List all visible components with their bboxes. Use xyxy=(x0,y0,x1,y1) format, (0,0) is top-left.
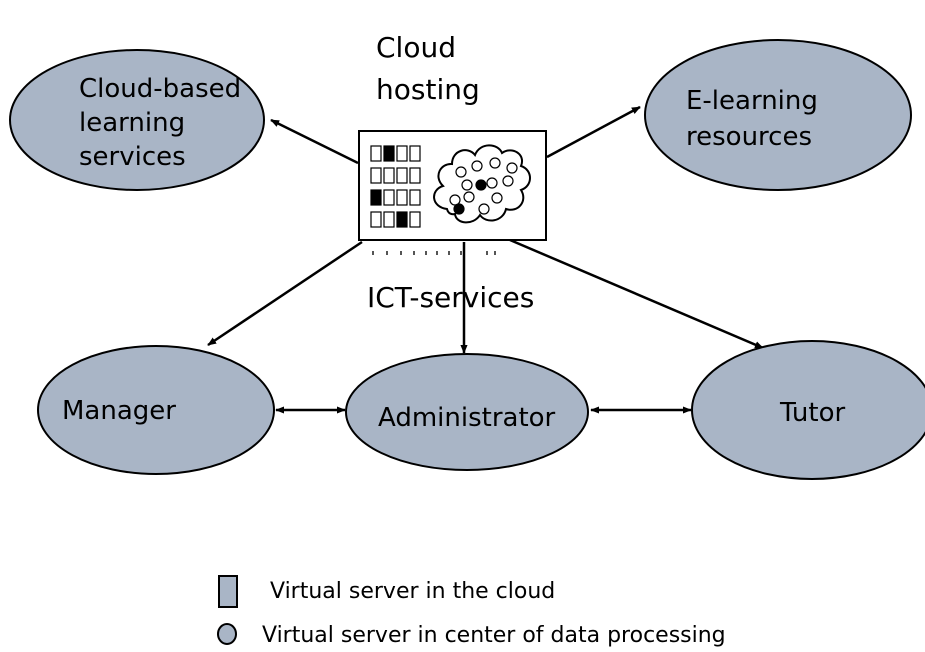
arrow-to-cloud-services xyxy=(270,118,359,165)
legend: Virtual server in the cloud Virtual serv… xyxy=(217,575,726,648)
cloud-hosting-label-line-2: hosting xyxy=(376,73,480,106)
virtual-server xyxy=(396,145,408,162)
data-center-server xyxy=(486,177,498,189)
server-box-dotted-trail xyxy=(372,251,496,255)
data-center-server xyxy=(455,166,467,178)
arrow-to-elearning xyxy=(546,105,641,159)
virtual-server xyxy=(409,211,421,228)
arrow-to-tutor xyxy=(509,238,764,350)
data-center-server xyxy=(506,162,518,174)
cloud-hosting-label-line-1: Cloud xyxy=(376,31,456,64)
virtual-server xyxy=(370,211,382,228)
arrow-to-manager xyxy=(207,240,363,347)
virtual-server xyxy=(383,211,395,228)
data-center-server-active xyxy=(475,179,487,191)
tutor-label: Tutor xyxy=(779,398,846,428)
data-center-server-active xyxy=(453,203,465,215)
virtual-server-active xyxy=(396,211,408,228)
data-center-servers xyxy=(449,157,518,215)
administrator-label: Administrator xyxy=(378,403,556,433)
virtual-server xyxy=(409,167,421,184)
virtual-server-active xyxy=(383,145,395,162)
node-tutor: Tutor xyxy=(691,340,925,480)
data-center-server xyxy=(471,160,483,172)
ict-services-label: ICT-services xyxy=(367,281,534,314)
manager-label: Manager xyxy=(62,396,176,426)
node-manager: Manager xyxy=(37,345,275,475)
legend-circle-icon xyxy=(217,623,237,645)
virtual-server xyxy=(409,145,421,162)
data-center-server xyxy=(478,203,490,215)
cloud-services-label-line-2: learning xyxy=(79,108,185,138)
administrator-ellipse xyxy=(345,353,589,471)
data-center-server xyxy=(491,192,503,204)
data-center-server xyxy=(502,175,514,187)
elearning-label-line-1: E-learning xyxy=(686,86,818,116)
node-elearning: E-learning resources xyxy=(644,39,912,191)
virtual-server xyxy=(409,189,421,206)
virtual-server-grid xyxy=(370,145,421,228)
virtual-server xyxy=(383,167,395,184)
elearning-ellipse xyxy=(644,39,912,191)
cloud-services-ellipse xyxy=(9,49,265,191)
virtual-server xyxy=(370,145,382,162)
cloud-services-label-line-3: services xyxy=(79,142,186,172)
node-cloud-services: Cloud-based learning services xyxy=(9,49,265,191)
virtual-server xyxy=(383,189,395,206)
legend-rect-text: Virtual server in the cloud xyxy=(270,579,555,604)
cloud-services-label-line-1: Cloud-based xyxy=(79,74,241,104)
virtual-server-active xyxy=(370,189,382,206)
connectors xyxy=(207,105,764,414)
manager-ellipse xyxy=(37,345,275,475)
cloud-hosting-server xyxy=(358,130,547,255)
tutor-ellipse xyxy=(691,340,925,480)
data-center-server xyxy=(489,157,501,169)
virtual-server xyxy=(370,167,382,184)
node-administrator: Administrator xyxy=(345,353,589,471)
data-center-server xyxy=(461,179,473,191)
virtual-server xyxy=(396,189,408,206)
data-center-server xyxy=(463,191,475,203)
elearning-label-line-2: resources xyxy=(686,122,812,152)
legend-rect-icon xyxy=(218,575,238,608)
legend-circle-text: Virtual server in center of data process… xyxy=(262,623,726,648)
data-center-server xyxy=(449,194,461,206)
virtual-server xyxy=(396,167,408,184)
